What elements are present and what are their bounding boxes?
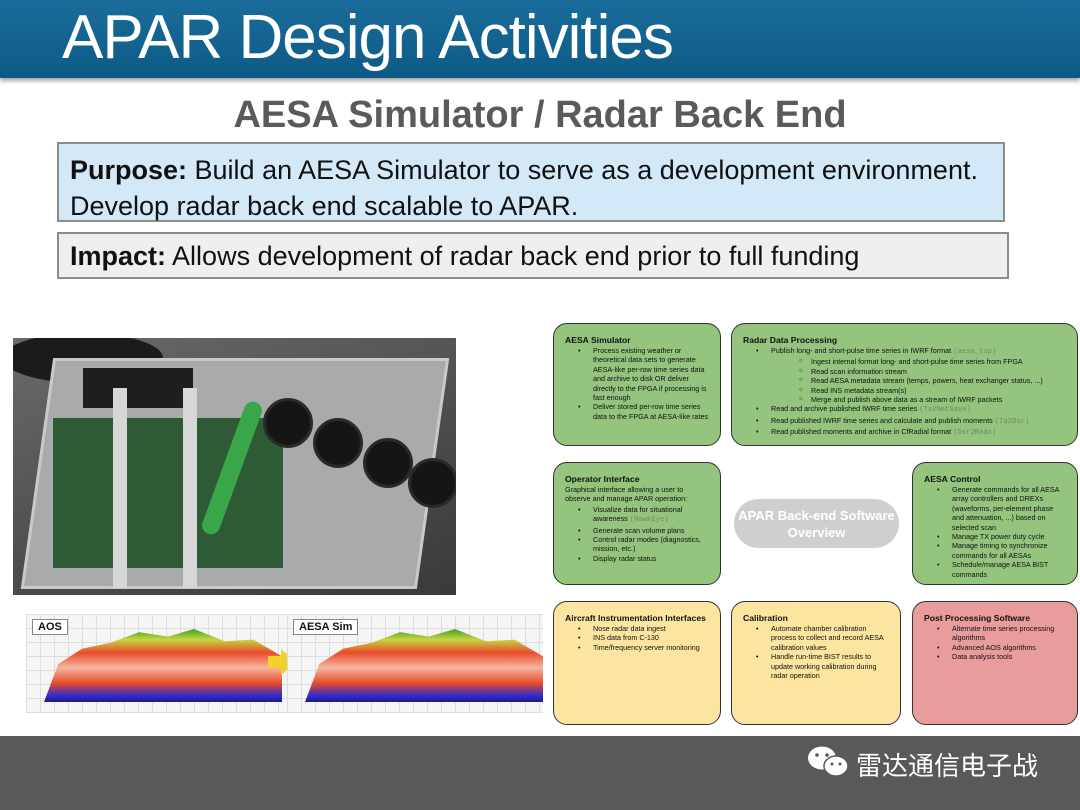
sub-item: Read INS metadata stream(s) (743, 386, 1067, 396)
slide-subtitle: AESA Simulator / Radar Back End (233, 94, 847, 136)
aesa-simulator-box: AESA Simulator Process existing weather … (553, 323, 721, 446)
wechat-icon (808, 746, 849, 777)
aesa-control-box: AESA Control Generate commands for all A… (912, 462, 1078, 585)
slide-title: APAR Design Activities (62, 3, 674, 72)
box-title: AESA Control (924, 474, 981, 484)
list-item: Data analysis tools (924, 652, 1067, 662)
radar-data-processing-box: Radar Data Processing Publish long- and … (731, 323, 1078, 446)
box-title: Post Processing Software (924, 613, 1031, 623)
list-item: Publish long- and short-pulse time serie… (743, 346, 1067, 357)
calibration-box: Calibration Automate chamber calibration… (731, 601, 901, 725)
list-item: Read and archive published IWRF time ser… (743, 404, 1067, 415)
impact-box: Impact: Allows development of radar back… (57, 232, 1009, 279)
aesa-sim-tag: AESA Sim (293, 619, 359, 635)
impact-label: Impact: (70, 241, 167, 271)
list-item: INS data from C-130 (565, 633, 710, 643)
footer-brand-text: 雷达通信电子战 (856, 752, 1039, 782)
impact-text: Allows development of radar back end pri… (166, 241, 860, 271)
box-title: Radar Data Processing (743, 335, 838, 345)
fan-icon (263, 398, 313, 448)
post-processing-box: Post Processing Software Alternate time … (912, 601, 1078, 725)
list-item: Generate scan volume plans (565, 526, 710, 536)
aircraft-instrumentation-box: Aircraft Instrumentation Interfaces Nose… (553, 601, 721, 725)
list-item: Nose radar data ingest (565, 624, 710, 634)
box-title: Operator Interface (565, 474, 640, 484)
list-item: Alternate time series processing algorit… (924, 624, 1067, 643)
list-item: Manage TX power duty cycle (924, 532, 1067, 542)
gpu-card (83, 368, 193, 408)
list-item: Automate chamber calibration process to … (743, 624, 890, 652)
list-item: Visualize data for situational awareness… (565, 505, 710, 526)
box-intro: Graphical interface allowing a user to o… (565, 485, 688, 504)
fan-icon (313, 418, 363, 468)
aos-tag: AOS (32, 619, 68, 635)
sub-item: Merge and publish above data as a stream… (743, 395, 1067, 405)
fan-icon (363, 438, 413, 488)
operator-interface-box: Operator Interface Graphical interface a… (553, 462, 721, 585)
list-item: Advanced AOS algorithms (924, 643, 1067, 653)
list-item: Read published moments and archive in Cf… (743, 427, 1067, 438)
title-bar: APAR Design Activities (0, 0, 1080, 78)
box-title: Aircraft Instrumentation Interfaces (565, 613, 706, 623)
purpose-box: Purpose: Build an AESA Simulator to serv… (57, 142, 1005, 222)
list-item: Schedule/manage AESA BIST commands (924, 560, 1067, 579)
list-item: Process existing weather or theoretical … (565, 346, 710, 402)
purpose-text: Build an AESA Simulator to serve as a de… (70, 155, 978, 221)
box-title: Calibration (743, 613, 788, 623)
list-item: Generate commands for all AESA array con… (924, 485, 1067, 532)
aos-radar-image: AOS (26, 614, 288, 713)
hardware-photo (13, 338, 456, 595)
list-item: Time/frequency server monitoring (565, 643, 710, 653)
list-item: Display radar status (565, 554, 710, 564)
list-item: Read published IWRF time series and calc… (743, 416, 1067, 427)
fan-icon (408, 458, 456, 508)
box-title: AESA Simulator (565, 335, 631, 345)
list-item: Handle run-time BIST results to update w… (743, 652, 890, 680)
list-item: Control radar modes (diagnostics, missio… (565, 535, 710, 554)
overview-center-label: APAR Back-end Software Overview (734, 499, 899, 548)
purpose-label: Purpose: (70, 155, 188, 185)
sub-item: Read AESA metadata stream (temps, powers… (743, 376, 1067, 386)
list-item: Deliver stored per-row time series data … (565, 402, 710, 421)
list-item: Manage timing to synchronize commands fo… (924, 541, 1067, 560)
footer-bar (0, 736, 1080, 810)
aesa-sim-radar-image: AESA Sim (287, 614, 543, 713)
sub-item: Ingest internal format long- and short-p… (743, 357, 1067, 367)
sub-item: Read scan information stream (743, 367, 1067, 377)
